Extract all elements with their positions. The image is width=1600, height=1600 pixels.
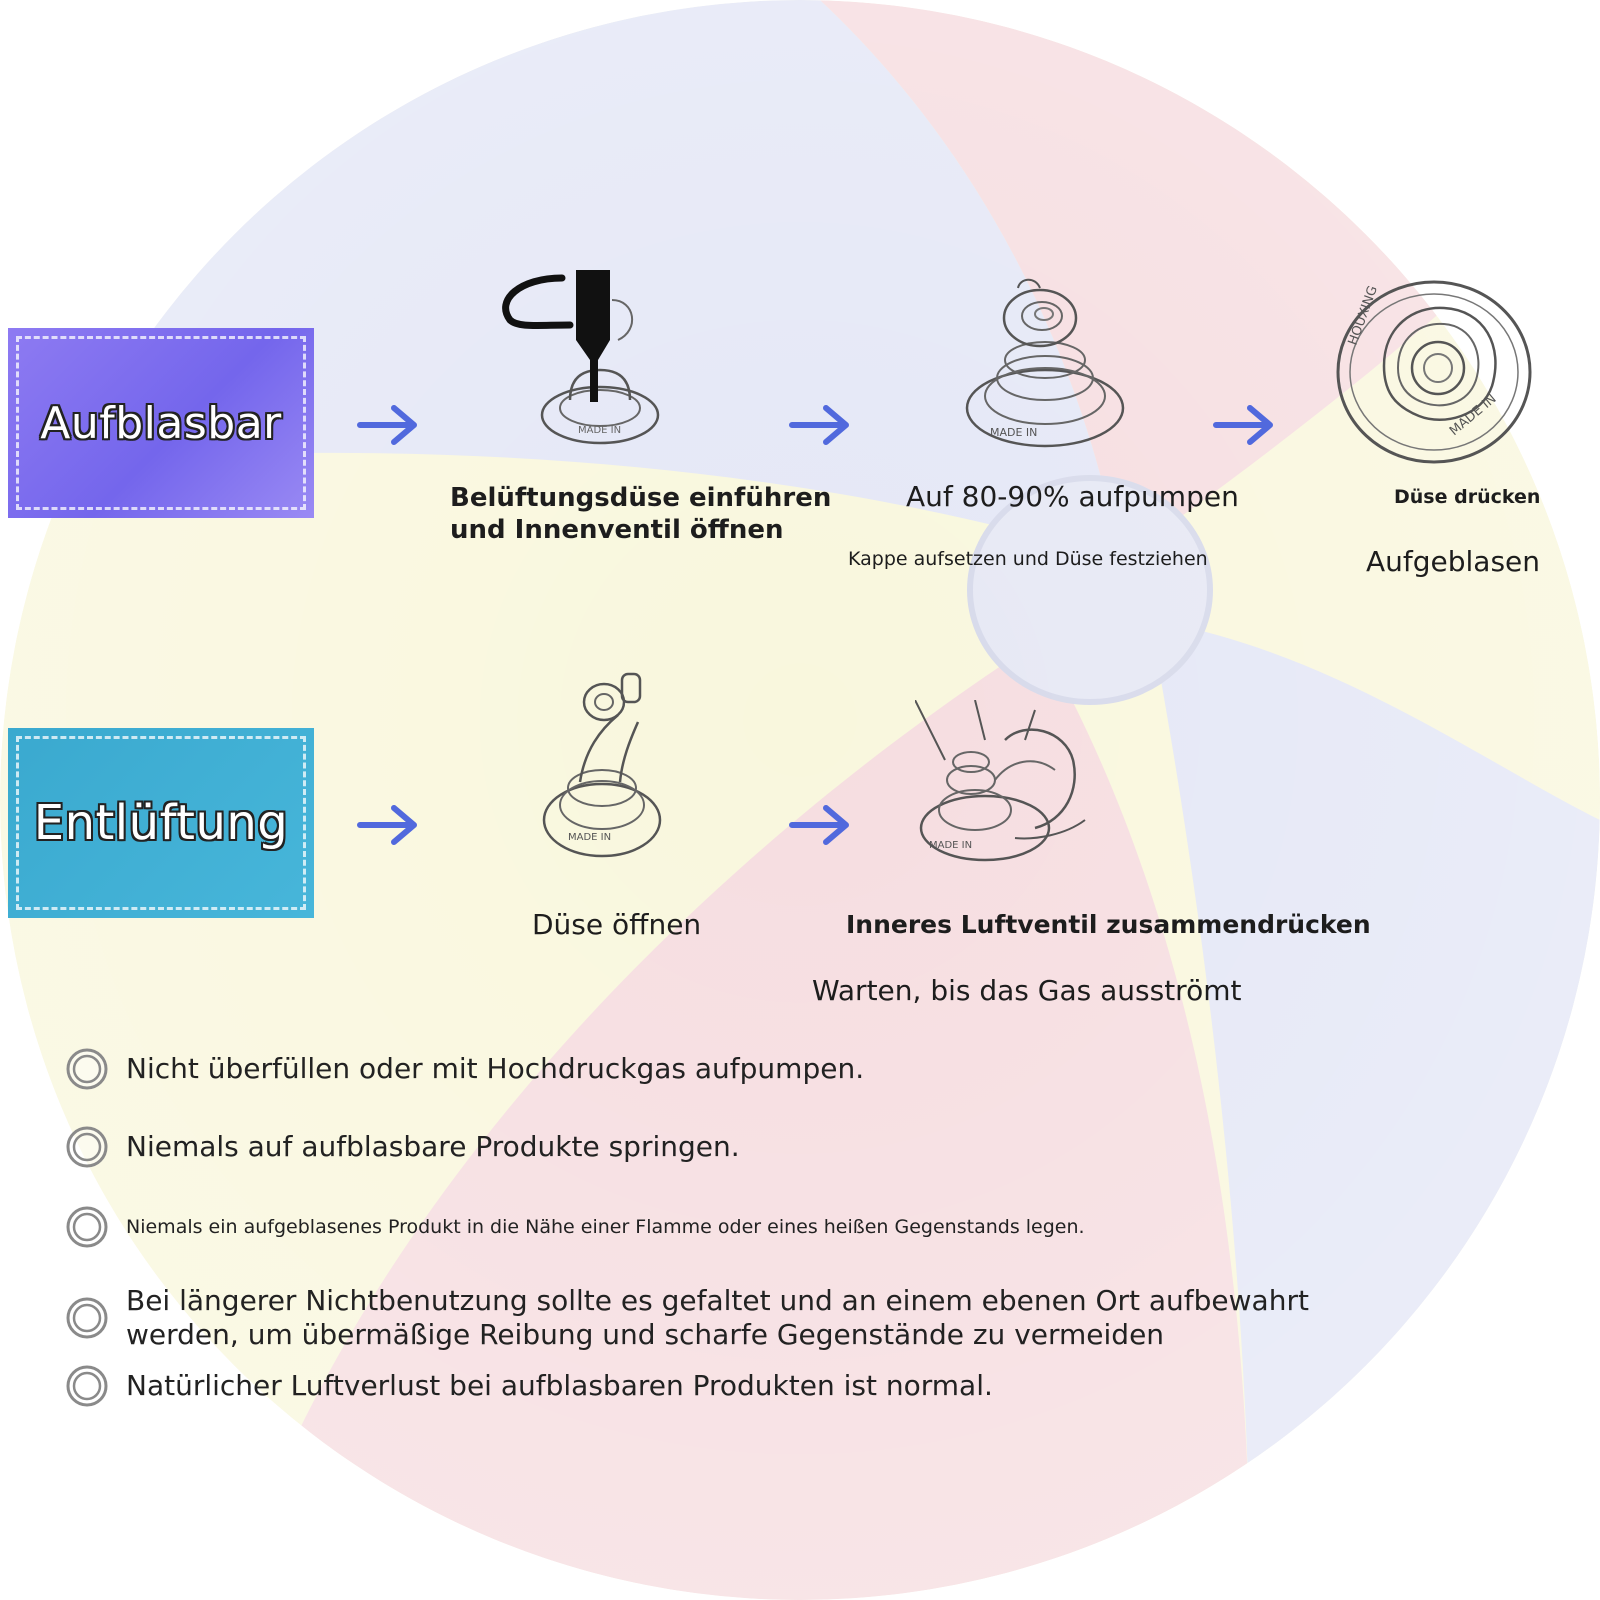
warning-text: Niemals ein aufgeblasenes Produkt in die…: [126, 1215, 1085, 1238]
warning-item: Niemals auf aufblasbare Produkte springe…: [64, 1124, 740, 1170]
ring-bullet-icon: [66, 1048, 108, 1090]
inflate-label: Aufblasbar: [40, 397, 282, 449]
warning-text: Bei längerer Nichtbenutzung sollte es ge…: [126, 1284, 1309, 1352]
nozzle-insert-illustration: MADE IN: [502, 270, 660, 445]
arrow-right-icon: [789, 805, 849, 845]
step-caption: Auf 80-90% aufpumpen: [906, 480, 1239, 513]
warning-text: Nicht überfüllen oder mit Hochdruckgas a…: [126, 1052, 865, 1086]
arrow-right-icon: [357, 405, 417, 445]
step-caption: Düse öffnen: [532, 908, 702, 941]
warning-line: Bei längerer Nichtbenutzung sollte es ge…: [126, 1284, 1309, 1317]
dashed-border: [16, 736, 306, 910]
inflate-label-box: Aufblasbar: [8, 328, 314, 518]
svg-text:MADE IN: MADE IN: [578, 425, 621, 436]
step-subcaption: Düse drücken: [1394, 486, 1541, 508]
ring-bullet-icon: [66, 1126, 108, 1168]
caption-line: Belüftungsdüse einführen: [450, 483, 832, 513]
deflate-label: Entlüftung: [33, 795, 289, 851]
caption-line: und Innenventil öffnen: [450, 514, 784, 545]
valve-pump-illustration: MADE IN: [965, 278, 1125, 448]
deflate-label-box: Entlüftung: [8, 728, 314, 918]
ring-bullet-icon: [66, 1297, 108, 1339]
ring-bullet-icon: [66, 1206, 108, 1248]
svg-text:MADE IN: MADE IN: [990, 426, 1037, 439]
warning-text: Natürlicher Luftverlust bei aufblasbaren…: [126, 1369, 993, 1403]
svg-text:MADE IN: MADE IN: [568, 832, 611, 843]
warning-item: Niemals ein aufgeblasenes Produkt in die…: [64, 1204, 1085, 1250]
warning-item: Nicht überfüllen oder mit Hochdruckgas a…: [64, 1046, 864, 1092]
valve-closed-illustration: HOUXING MADE IN: [1336, 280, 1532, 464]
step-caption: Aufgeblasen: [1366, 545, 1541, 578]
svg-text:MADE IN: MADE IN: [929, 840, 972, 851]
arrow-right-icon: [357, 805, 417, 845]
step-caption: Inneres Luftventil zusammendrücken: [846, 910, 1371, 939]
warning-text: Niemals auf aufblasbare Produkte springe…: [126, 1130, 740, 1164]
ring-bullet-icon: [66, 1365, 108, 1407]
arrow-right-icon: [1213, 405, 1273, 445]
dashed-border: [16, 336, 306, 510]
arrow-right-icon: [789, 405, 849, 445]
step-subcaption: Kappe aufsetzen und Düse festziehen: [848, 548, 1208, 570]
warning-item: Natürlicher Luftverlust bei aufblasbaren…: [64, 1363, 993, 1409]
valve-open-illustration: MADE IN: [542, 672, 662, 858]
svg-text:MADE IN: MADE IN: [1447, 392, 1500, 440]
warning-item: Bei längerer Nichtbenutzung sollte es ge…: [64, 1284, 1309, 1352]
valve-squeeze-illustration: MADE IN: [915, 700, 1086, 862]
step-subcaption: Warten, bis das Gas ausströmt: [812, 974, 1242, 1007]
step-caption: Belüftungsdüse einführen und Innenventil…: [450, 483, 831, 546]
warning-line: werden, um übermäßige Reibung und scharf…: [126, 1318, 1165, 1352]
